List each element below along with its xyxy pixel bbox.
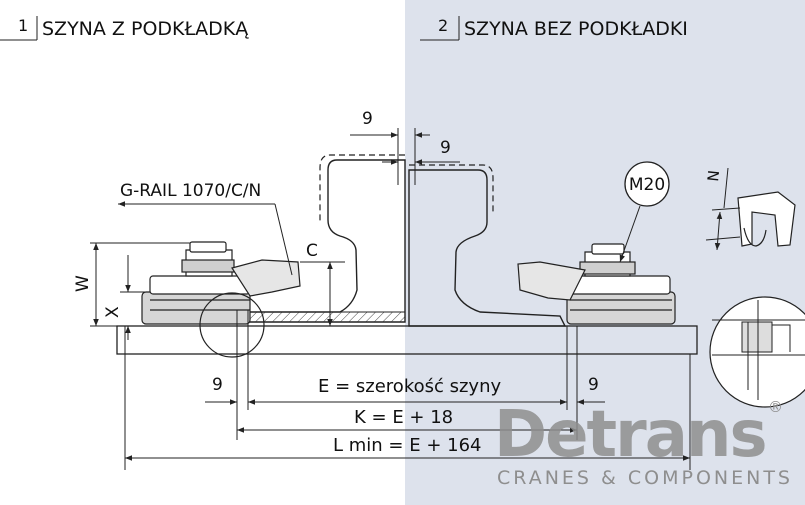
brand-registered-mark: ® (768, 398, 783, 416)
dim-top-gap-right: 9 (440, 138, 451, 158)
rail-clip-left (141, 241, 301, 325)
rail-profile-left (247, 159, 406, 323)
section-1-header: 1 SZYNA Z PODKŁADKĄ (0, 16, 249, 41)
dim-x-label: X (103, 306, 123, 318)
dim-e-formula: E = szerokość szyny (318, 376, 501, 397)
dim-top-gap-left: 9 (362, 109, 373, 129)
clip-model-label: G-RAIL 1070/C/N (120, 181, 261, 201)
section-2-header: 2 SZYNA BEZ PODKŁADKI (420, 16, 688, 41)
elastomeric-pad (247, 311, 406, 323)
dim-w-label: W (73, 275, 93, 292)
section-2-number: 2 (438, 16, 448, 35)
bolt-label: M20 (629, 175, 665, 195)
detail-circle-left (199, 292, 265, 358)
dim-k-formula: K = E + 18 (354, 407, 453, 428)
detail-circle-right (709, 296, 805, 408)
dim-c-label: C (306, 241, 318, 261)
brand-logo: Detrans (494, 398, 766, 472)
bolt-callout-bubble (624, 161, 670, 207)
section-2-title: SZYNA BEZ PODKŁADKI (464, 18, 688, 40)
rail-wear-outline-right (409, 164, 494, 215)
dim-bottom-gap-right: 9 (588, 375, 599, 395)
rail-profile-right (408, 169, 567, 327)
bolt-leader (619, 205, 641, 263)
rail-wear-outline-left (319, 154, 405, 222)
brand-watermark: Detrans ® CRANES & COMPONENTS (494, 398, 793, 489)
dim-n-label: N (704, 169, 723, 182)
section-1-title: SZYNA Z PODKŁADKĄ (42, 18, 249, 40)
girder-flange (116, 325, 698, 355)
n-dim-line (723, 167, 729, 209)
clip-tip-detail (737, 191, 796, 247)
section-1-number: 1 (18, 16, 28, 35)
rail-clip-right (517, 243, 676, 325)
brand-tagline: CRANES & COMPONENTS (497, 467, 793, 489)
dim-bottom-gap-left: 9 (212, 375, 223, 395)
dim-l-formula: L min = E + 164 (333, 435, 481, 456)
